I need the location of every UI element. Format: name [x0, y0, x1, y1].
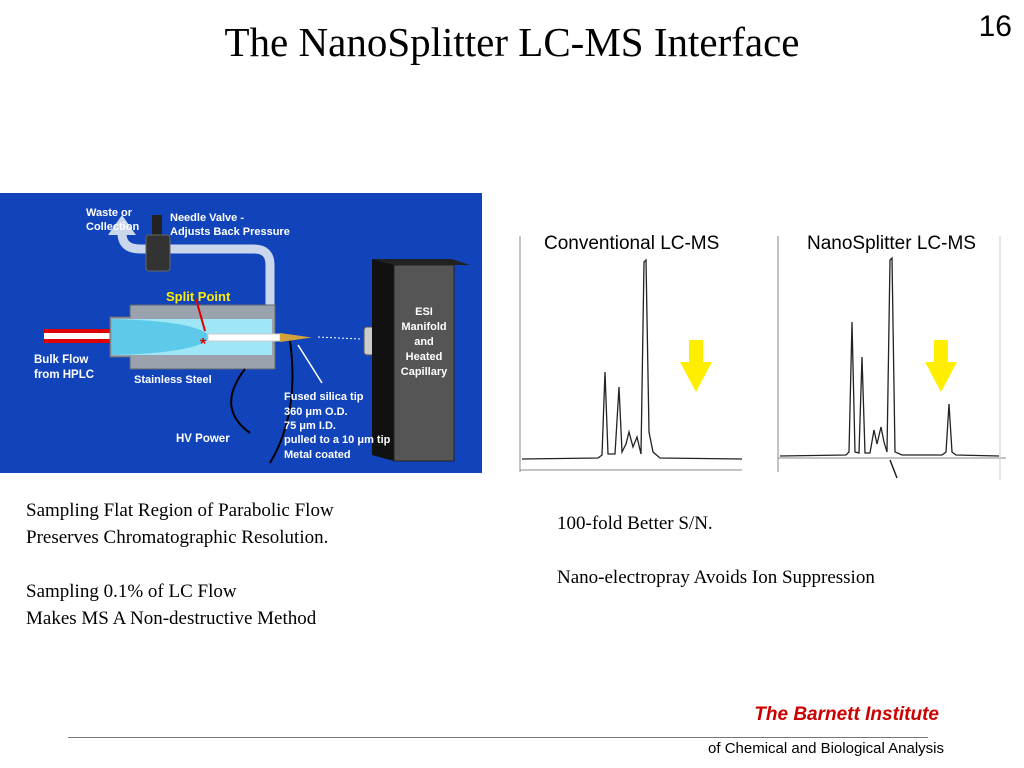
- left-text-line-3: Sampling 0.1% of LC Flow: [26, 581, 237, 602]
- conventional-title: Conventional LC-MS: [544, 233, 719, 254]
- fused-silica-label-4: pulled to a 10 μm tip: [284, 434, 391, 446]
- right-text-line-1: 100-fold Better S/N.: [557, 513, 713, 534]
- esi-label-5: Capillary: [401, 366, 448, 378]
- needle-valve-label-1: Needle Valve -: [170, 212, 244, 224]
- left-text-line-2: Preserves Chromatographic Resolution.: [26, 527, 329, 548]
- bulk-flow-label-2: from HPLC: [34, 369, 94, 381]
- fused-silica-label-2: 360 μm O.D.: [284, 406, 348, 418]
- waste-arrow-icon: [108, 215, 136, 235]
- spray-plume: [317, 336, 361, 340]
- nanosplitter-title: NanoSplitter LC-MS: [807, 233, 976, 254]
- hv-power-label: HV Power: [176, 433, 230, 445]
- nanosplitter-pointer: [889, 459, 898, 479]
- left-text-line-1: Sampling Flat Region of Parabolic Flow: [26, 500, 334, 521]
- right-text-block: 100-fold Better S/N. Nano-electropray Av…: [557, 510, 997, 591]
- fused-silica-label-1: Fused silica tip: [284, 391, 364, 403]
- metal-coated-tip: [280, 333, 312, 342]
- needle-valve-icon: [145, 234, 171, 272]
- footer-divider: [68, 737, 928, 738]
- esi-box-side: [372, 259, 394, 461]
- slide-number: 16: [978, 10, 1012, 43]
- nanosplitter-trace: [779, 256, 1000, 457]
- fused-silica-label-3: 75 μm I.D.: [284, 420, 336, 432]
- chromatogram-background: [512, 222, 1018, 480]
- waste-label-1: Waste or: [86, 207, 133, 219]
- hv-wire-tip: [269, 340, 294, 464]
- nanosplitter-arrow-icon: [925, 340, 957, 392]
- conventional-trace: [521, 258, 743, 460]
- left-text-block: Sampling Flat Region of Parabolic Flow P…: [26, 497, 496, 632]
- esi-label-1: ESI: [415, 306, 433, 318]
- chromatogram-comparison: Conventional LC-MS NanoSplitter LC-MS: [512, 222, 1018, 480]
- esi-label-2: Manifold: [401, 321, 446, 333]
- conventional-arrow-icon: [680, 340, 712, 392]
- left-text-line-4: Makes MS A Non-destructive Method: [26, 608, 317, 629]
- fused-silica-label-5: Metal coated: [284, 449, 351, 461]
- esi-label-3: and: [414, 336, 434, 348]
- bulk-flow-label-1: Bulk Flow: [34, 354, 88, 366]
- nanosplitter-schematic: Waste or Collection Needle Valve - Adjus…: [0, 193, 482, 473]
- esi-manifold-box: [393, 264, 455, 462]
- fused-silica-capillary: [207, 333, 281, 342]
- right-text-line-2: Nano-electropray Avoids Ion Suppression: [557, 567, 875, 588]
- stainless-steel-label: Stainless Steel: [134, 374, 212, 386]
- split-point-label: Split Point: [166, 289, 231, 304]
- slide-title: The NanoSplitter LC-MS Interface: [224, 19, 800, 65]
- footer-institute: The Barnett Institute: [754, 704, 939, 725]
- parabolic-flow-profile: [112, 319, 210, 355]
- split-point-asterisk: *: [200, 336, 207, 353]
- esi-label-4: Heated: [406, 351, 443, 363]
- hv-wire: [230, 368, 251, 434]
- waste-label-2: Collection: [86, 221, 139, 233]
- waste-tube: [117, 232, 275, 318]
- tip-pointer: [297, 344, 323, 384]
- needle-valve-stem: [152, 215, 162, 237]
- inlet-tube-bore: [44, 333, 114, 339]
- footer-subtitle: of Chemical and Biological Analysis: [708, 740, 944, 757]
- needle-valve-label-2: Adjusts Back Pressure: [170, 226, 290, 238]
- split-point-arrow-icon: [195, 298, 206, 332]
- esi-box-top: [372, 259, 470, 265]
